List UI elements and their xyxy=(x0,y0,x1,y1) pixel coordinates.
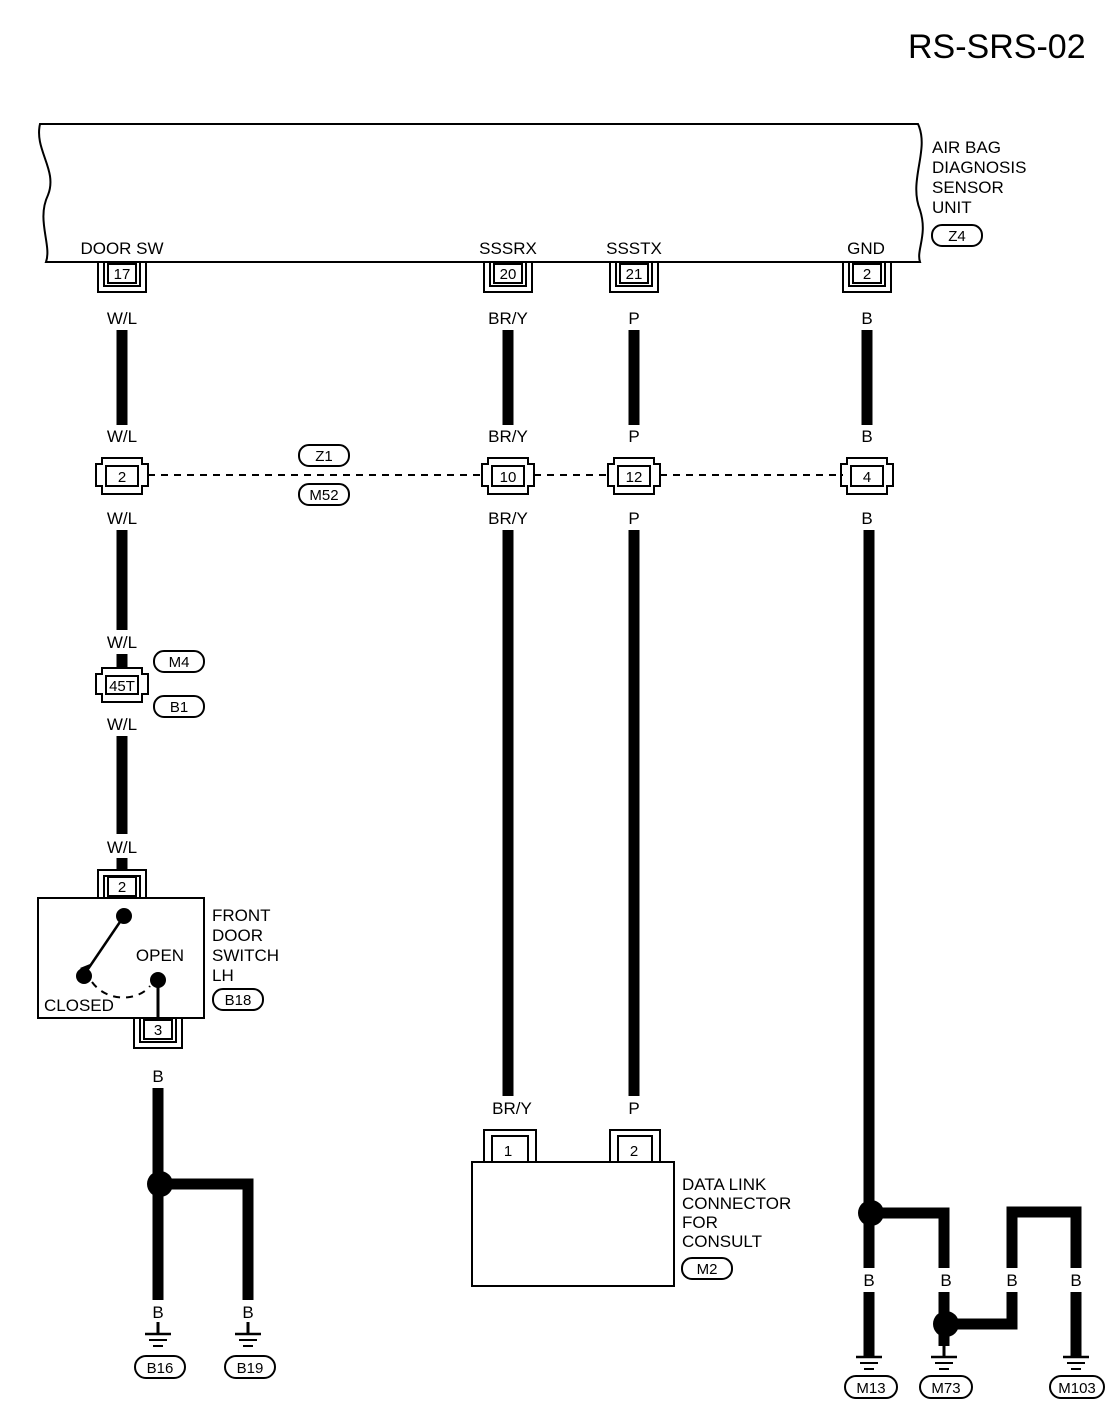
svg-text:21: 21 xyxy=(626,266,643,283)
data-link-name-line-3: FOR xyxy=(682,1213,718,1232)
svg-text:17: 17 xyxy=(114,266,131,283)
unit-name-line-1: AIR BAG xyxy=(932,138,1001,157)
wire-color-m103: B xyxy=(1070,1271,1081,1290)
switch-connector-id: B18 xyxy=(225,992,252,1009)
ground-symbol-b16: B16 xyxy=(134,1322,186,1379)
data-link-name-line-2: CONNECTOR xyxy=(682,1194,791,1213)
wire-color-door-sw-3: W/L xyxy=(107,509,137,528)
svg-text:M73: M73 xyxy=(931,1380,960,1397)
wire-color-ssstx-3: P xyxy=(628,509,639,528)
switch-pin-bottom: 3 xyxy=(154,1022,162,1039)
wire-color-door-sw-1: W/L xyxy=(107,309,137,328)
joint-connector-m52: M52 xyxy=(309,487,338,504)
wire-color-switch-ground: B xyxy=(152,1067,163,1086)
terminal-label-door-sw: DOOR SW xyxy=(80,239,163,258)
switch-name-line-3: SWITCH xyxy=(212,946,279,965)
ground-symbol-m103: M103 xyxy=(1049,1355,1105,1399)
svg-text:20: 20 xyxy=(500,266,517,283)
diagram-title: RS-SRS-02 xyxy=(908,28,1086,66)
switch-state-closed: CLOSED xyxy=(44,996,114,1015)
unit-name-line-3: SENSOR xyxy=(932,178,1004,197)
front-door-switch-lh: 2 OPEN CLOSED 3 FRONT DOOR SWITCH LH B18 xyxy=(37,869,279,1049)
joint-pin-12: 12 xyxy=(626,469,643,486)
wire-color-b16: B xyxy=(152,1303,163,1322)
terminal-label-gnd: GND xyxy=(847,239,885,258)
wire-color-sssrx-2: BR/Y xyxy=(488,427,528,446)
wire-color-ssstx-4: P xyxy=(628,1099,639,1118)
unit-connector-id: Z4 xyxy=(948,228,966,245)
unit-pin-17: 17 xyxy=(97,262,147,293)
svg-text:M103: M103 xyxy=(1058,1380,1096,1397)
wire-color-gnd-3: B xyxy=(861,509,872,528)
switch-name-line-1: FRONT xyxy=(212,906,271,925)
inline-connector-45t: 45T xyxy=(95,667,149,703)
inline-connector-m4: M4 xyxy=(169,654,190,671)
svg-text:2: 2 xyxy=(863,266,871,283)
data-link-pin-2: 2 xyxy=(630,1143,638,1160)
joint-connector: 2 10 12 4 Z1 M52 xyxy=(95,444,894,506)
ground-symbol-m13: M13 xyxy=(844,1355,898,1399)
svg-text:45T: 45T xyxy=(109,678,135,695)
data-link-name-line-1: DATA LINK xyxy=(682,1175,767,1194)
wire-color-gnd-2: B xyxy=(861,427,872,446)
unit-pin-21: 21 xyxy=(609,262,659,293)
terminal-label-sssrx: SSSRX xyxy=(479,239,537,258)
terminal-label-ssstx: SSSTX xyxy=(606,239,662,258)
data-link-pin-1: 1 xyxy=(504,1143,512,1160)
switch-pin-top: 2 xyxy=(118,879,126,896)
wire-color-m73-branch: B xyxy=(1006,1271,1017,1290)
joint-pin-10: 10 xyxy=(500,469,517,486)
data-link-name-line-4: CONSULT xyxy=(682,1232,762,1251)
unit-pin-2: 2 xyxy=(842,262,892,293)
switch-name-line-2: DOOR xyxy=(212,926,263,945)
ground-symbol-b19: B19 xyxy=(224,1322,276,1379)
unit-name-line-2: DIAGNOSIS xyxy=(932,158,1026,177)
data-link-connector: 1 2 DATA LINK CONNECTOR FOR CONSULT M2 xyxy=(471,1129,791,1287)
wire-color-m73: B xyxy=(940,1271,951,1290)
wire-color-sssrx-3: BR/Y xyxy=(488,509,528,528)
wire-color-door-sw-6: W/L xyxy=(107,838,137,857)
joint-pin-4: 4 xyxy=(863,469,871,486)
wire-color-door-sw-2: W/L xyxy=(107,427,137,446)
wire-color-door-sw-5: W/L xyxy=(107,715,137,734)
wire-color-sssrx-1: BR/Y xyxy=(488,309,528,328)
wire-color-gnd-1: B xyxy=(861,309,872,328)
joint-connector-z1: Z1 xyxy=(315,448,333,465)
unit-name-line-4: UNIT xyxy=(932,198,972,217)
wire-color-ssstx-2: P xyxy=(628,427,639,446)
wire-color-b19: B xyxy=(242,1303,253,1322)
wire-color-m13: B xyxy=(863,1271,874,1290)
data-link-connector-id: M2 xyxy=(697,1261,718,1278)
unit-pin-20: 20 xyxy=(483,262,533,293)
switch-name-line-4: LH xyxy=(212,966,234,985)
ground-symbol-m73: M73 xyxy=(919,1346,973,1399)
wire-color-ssstx-1: P xyxy=(628,309,639,328)
wire-color-sssrx-4: BR/Y xyxy=(492,1099,532,1118)
svg-text:M13: M13 xyxy=(856,1380,885,1397)
inline-connector-b1: B1 xyxy=(170,699,188,716)
svg-text:B19: B19 xyxy=(237,1360,264,1377)
switch-state-open: OPEN xyxy=(136,946,184,965)
wire-color-door-sw-4: W/L xyxy=(107,633,137,652)
joint-pin-2: 2 xyxy=(118,469,126,486)
svg-text:B16: B16 xyxy=(147,1360,174,1377)
